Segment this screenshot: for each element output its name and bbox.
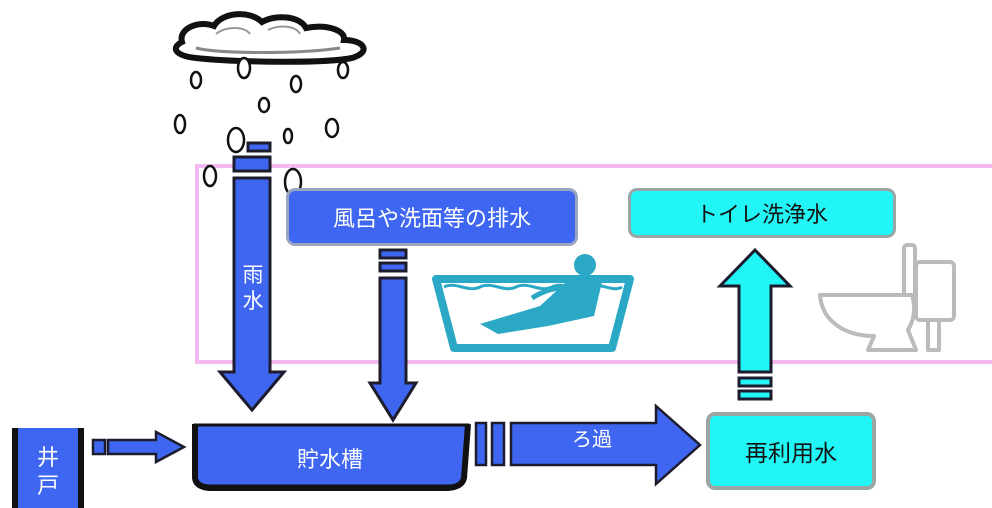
raindrop [289,74,303,94]
raindrops [173,56,350,197]
raindrop [336,60,350,80]
storage-tank-label: 貯水槽 [296,448,363,473]
raindrop [189,70,203,90]
filtration-arrow [474,403,702,487]
storage-tank [192,423,471,491]
bath-drain-label: 風呂や洗面等の排水 [286,188,578,246]
well-label: 井 戸 [28,444,68,502]
toilet-icon [818,243,956,352]
raindrop [173,113,187,135]
raindrop [202,164,218,188]
raindrop [226,126,246,154]
indoor-area-frame [195,164,992,364]
raindrop [282,127,294,145]
well-label-char: 戸 [36,474,59,499]
well-label-char: 井 [36,446,59,471]
rain-down-arrow [216,141,288,413]
bathtub-person-icon [432,254,634,352]
reuse-up-arrow [716,247,794,401]
rain-label: 雨 水 [238,262,268,314]
raindrop [324,117,340,139]
toilet-flush-label: トイレ洗浄水 [628,188,896,238]
rain-label-char: 水 [242,289,264,313]
rain-cloud-icon [172,11,367,65]
well [12,428,84,508]
drain-down-arrow [367,248,419,423]
well-to-tank-arrow [91,429,187,465]
rain-label-char: 雨 [242,263,264,287]
reuse-water-label: 再利用水 [706,412,876,490]
filtration-label: ろ過 [572,426,612,451]
raindrop [236,56,252,80]
raindrop [257,96,271,114]
